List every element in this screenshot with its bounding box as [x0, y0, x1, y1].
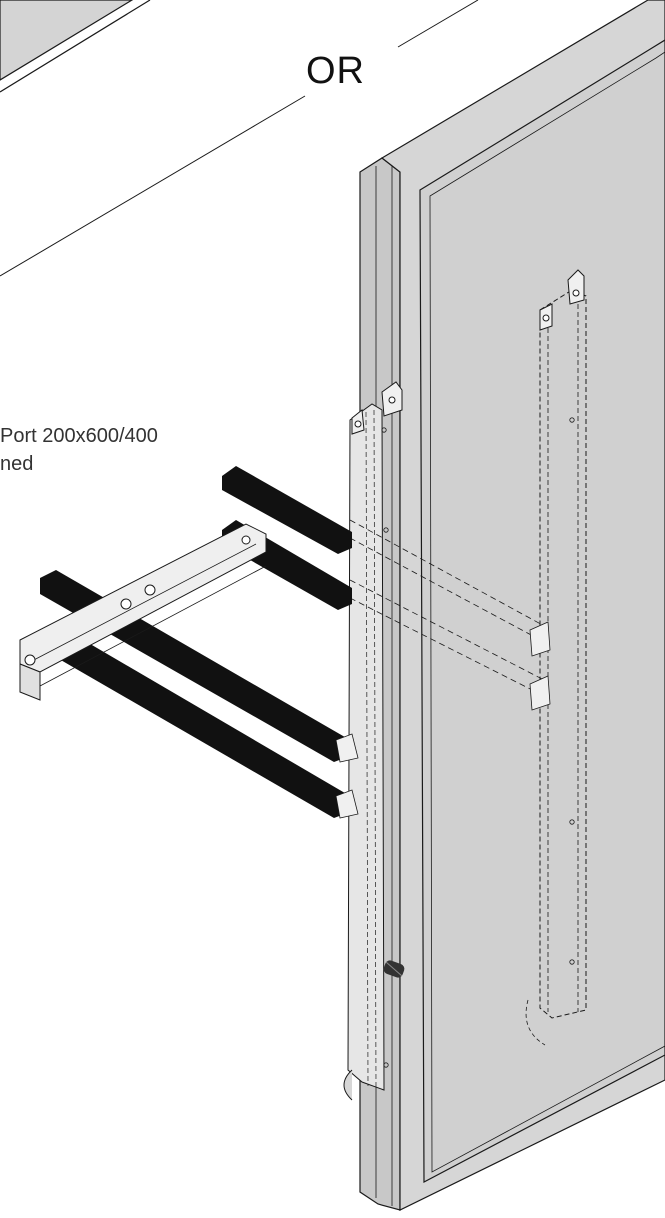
rail-projection-lines	[349, 519, 551, 711]
callout-line-1: Port 200x600/400	[0, 425, 158, 447]
rear-vertical-bracket	[525, 269, 587, 1046]
callout-line-2: ned	[0, 453, 34, 475]
grounding-stud	[383, 960, 405, 978]
upper-left-panel-fragment	[0, 0, 151, 93]
cabinet-door-panel	[359, 0, 665, 1211]
slide-bracket-assembly	[19, 523, 267, 701]
or-separator-lines	[0, 0, 479, 277]
front-vertical-bracket	[343, 381, 403, 1101]
callout-text: Port 200x600/400 ned	[0, 422, 158, 478]
or-label: OR	[306, 50, 365, 92]
